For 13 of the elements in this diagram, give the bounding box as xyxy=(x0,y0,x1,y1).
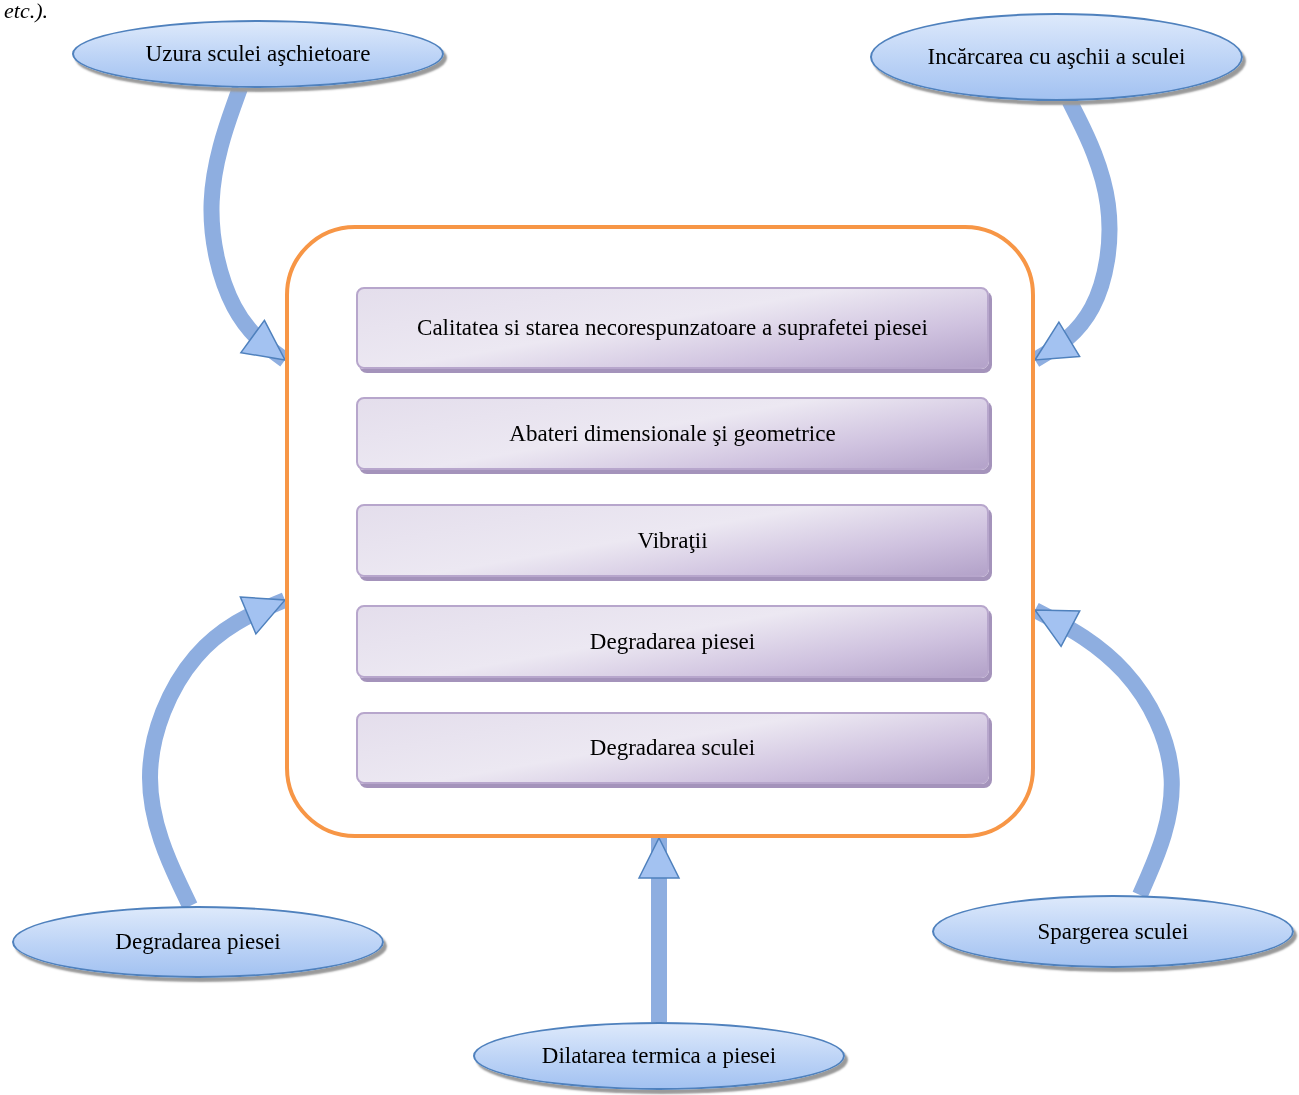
node-label: Dilatarea termica a piesei xyxy=(540,1042,778,1070)
curved-arrow xyxy=(638,837,680,1022)
group-frame xyxy=(285,225,1035,838)
node-label: Degradarea piesei xyxy=(588,627,757,656)
note-text: etc.). xyxy=(4,0,48,24)
node-label: Spargerea sculei xyxy=(1036,917,1190,946)
node-label: Degradarea piesei xyxy=(114,928,282,956)
node-label: Degradarea sculei xyxy=(588,734,757,762)
node-label: Calitatea si starea necorespunzatoare a suprafetei piesei xyxy=(416,314,929,342)
node-label: Abateri dimensionale şi geometrice xyxy=(508,419,837,448)
node-label: Incărcarea cu aşchii a sculei xyxy=(926,43,1187,71)
node-label: Vibraţii xyxy=(636,526,709,555)
node-label: Uzura sculei aşchietoare xyxy=(144,40,372,68)
